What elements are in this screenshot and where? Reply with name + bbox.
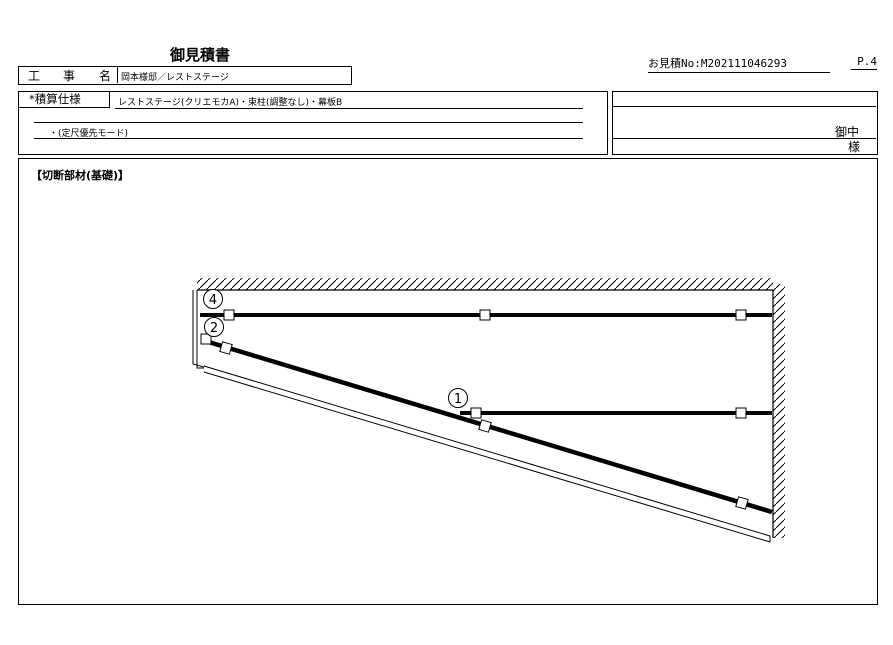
connectors [200,309,749,510]
project-label-char-3: 名 [99,69,112,83]
recipient-rule-2 [613,138,876,139]
recipient-rule-1 [613,106,876,107]
right-wall-hatch [772,284,785,538]
spec-rule-3 [34,138,583,139]
callout-4: 4 [203,289,223,309]
spec-line-1: レストステージ(クリエモカA)・束柱(調整なし)・幕板B [118,98,343,108]
recipient-box: 御中 様 [612,91,878,155]
callout-2: 2 [204,317,224,337]
callout-1: 1 [448,388,468,408]
callout-2-text: 2 [210,321,218,336]
recipient-suffix-onchu: 御中 [835,125,860,139]
connector [223,309,235,321]
recipient-suffix-sama: 様 [848,140,861,154]
project-label-char-1: 工 [28,69,41,83]
connector [470,407,482,419]
connector [735,407,747,419]
callout-1-text: 1 [454,392,462,407]
connector [735,309,747,321]
spec-rule-1 [115,108,583,109]
connector [219,341,233,355]
project-label: 工 事 名 [19,67,118,83]
estimate-number: お見積No:M202111046293 [648,55,830,73]
section-title: 【切断部材(基礎)】 [31,169,130,182]
fascia-outline [203,365,771,543]
top-wall-hatch [197,278,773,291]
connector [735,496,749,510]
drawing-area: 【切断部材(基礎)】 [18,158,878,605]
spec-line-2: ・(定尺優先モード) [49,129,129,139]
page-number: P.4 [851,55,877,70]
connector [200,333,212,345]
left-end-frame [192,290,205,369]
project-label-char-2: 事 [63,69,76,83]
spec-label: *積算仕様 [19,92,110,108]
spec-rule-2 [34,122,583,123]
connector [478,419,492,433]
callout-4-text: 4 [209,293,217,308]
spec-box: *積算仕様 レストステージ(クリエモカA)・束柱(調整なし)・幕板B ・(定尺優… [18,91,608,155]
project-name-box: 工 事 名 岡本様邸／レストステージ [18,66,352,85]
document-title: 御見積書 [169,46,230,64]
project-name: 岡本様邸／レストステージ [121,73,229,83]
connector [479,309,491,321]
